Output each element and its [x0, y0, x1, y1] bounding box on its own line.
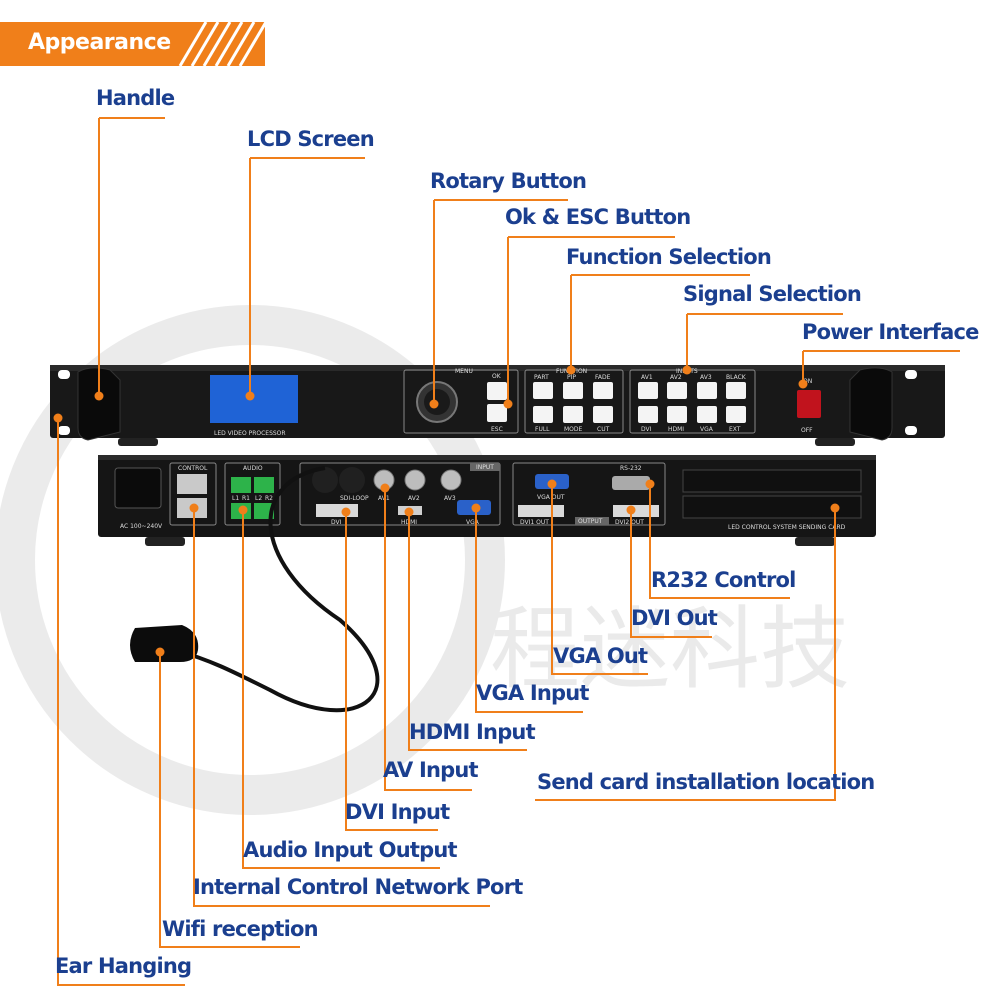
- handle-right: [849, 367, 893, 441]
- bnc-av3: [440, 469, 462, 491]
- in-btn-label: AV1: [641, 374, 653, 381]
- send-card-label: LED CONTROL SYSTEM SENDING CARD: [728, 524, 846, 531]
- ear-hole-icon: [905, 426, 917, 435]
- audio-terminal: [254, 477, 274, 493]
- callout-power-interface: Power Interface: [802, 320, 979, 344]
- wifi-dongle-icon: [130, 625, 199, 662]
- callout-vga-out: VGA Out: [553, 644, 648, 668]
- power-on-label: ON: [803, 378, 812, 385]
- menu-label: MENU: [455, 368, 473, 375]
- ear-hole-icon: [905, 370, 917, 379]
- lcd-screen: [210, 375, 298, 423]
- esc-button: [487, 404, 507, 422]
- power-off-label: OFF: [801, 427, 813, 434]
- in-btn-label: AV3: [700, 374, 712, 381]
- rs232-port: [612, 476, 650, 490]
- rj45-port: [177, 474, 207, 494]
- front-panel: LED VIDEO PROCESSOR MENU OK ESC FUNCTION…: [50, 365, 945, 446]
- fn-btn-label: PART: [534, 374, 549, 381]
- in-btn-label: HDMI: [668, 426, 684, 433]
- port-label: DVI: [331, 519, 342, 526]
- control-label: CONTROL: [178, 465, 208, 472]
- callout-wifi-reception: Wifi reception: [162, 917, 319, 941]
- output-label: OUTPUT: [578, 518, 603, 525]
- in-btn-label: AV2: [670, 374, 682, 381]
- fn-btn-label: MODE: [564, 426, 583, 433]
- ear-hole-icon: [58, 370, 70, 379]
- input-buttons: [638, 382, 746, 423]
- wifi-antenna-base: [312, 467, 338, 493]
- audio-ch: L1: [232, 495, 239, 502]
- callout-function-selection: Function Selection: [566, 245, 772, 269]
- callout-av-input: AV Input: [383, 758, 479, 782]
- callout-rotary-button: Rotary Button: [430, 169, 587, 193]
- port-label: DVI1 OUT: [520, 519, 549, 526]
- callout-dvi-input: DVI Input: [345, 800, 450, 824]
- callout-r232-control: R232 Control: [651, 568, 796, 592]
- callout-internal-control-network-port: Internal Control Network Port: [193, 875, 523, 899]
- audio-terminal: [231, 477, 251, 493]
- watermark-text: 程迷科技: [490, 597, 850, 702]
- callout-signal-selection: Signal Selection: [683, 282, 862, 306]
- dvi2-out-port: [613, 505, 659, 517]
- port-label: AV3: [444, 495, 456, 502]
- port-label: SDI-LOOP: [340, 495, 369, 502]
- header-banner: [0, 22, 265, 66]
- function-buttons: [533, 382, 613, 423]
- input-label: INPUT: [476, 464, 494, 471]
- callout-ear-hanging: Ear Hanging: [55, 954, 192, 978]
- callout-send-card-location: Send card installation location: [537, 770, 875, 794]
- power-switch: [797, 390, 821, 418]
- in-btn-label: BLACK: [726, 374, 747, 381]
- callout-dvi-out: DVI Out: [631, 606, 718, 630]
- in-btn-label: EXT: [729, 426, 741, 433]
- fn-btn-label: CUT: [597, 426, 610, 433]
- lcd-caption: LED VIDEO PROCESSOR: [214, 430, 286, 437]
- callout-ok-esc-button: Ok & ESC Button: [505, 205, 691, 229]
- callout-hdmi-input: HDMI Input: [409, 720, 536, 744]
- port-label: AV1: [378, 495, 390, 502]
- port-label: VGA OUT: [537, 494, 565, 501]
- dvi1-out-port: [518, 505, 564, 517]
- callout-audio-input-output: Audio Input Output: [243, 838, 458, 862]
- port-label: DVI2 OUT: [615, 519, 644, 526]
- rs232-label: RS-232: [620, 465, 642, 472]
- dvi-input-port: [316, 504, 358, 517]
- ok-button: [487, 382, 507, 400]
- in-btn-label: VGA: [700, 426, 714, 433]
- audio-ch: R2: [265, 495, 273, 502]
- fn-btn-label: FADE: [595, 374, 611, 381]
- wifi-antenna: [130, 466, 380, 713]
- fn-btn-label: FULL: [535, 426, 550, 433]
- ear-hole-icon: [58, 426, 70, 435]
- port-label: VGA: [466, 519, 480, 526]
- in-btn-label: DVI: [641, 426, 652, 433]
- callout-dots: [53, 365, 840, 657]
- fn-btn-label: PIP: [567, 374, 576, 381]
- esc-label: ESC: [491, 426, 503, 433]
- audio-ch: L2: [255, 495, 262, 502]
- ok-label: OK: [492, 373, 502, 380]
- callout-lines: [57, 117, 960, 986]
- callout-vga-input: VGA Input: [476, 681, 589, 705]
- audio-label: AUDIO: [243, 465, 263, 472]
- ac-label: AC 100~240V: [120, 523, 163, 530]
- handle-left: [77, 367, 121, 441]
- bnc-av2: [404, 469, 426, 491]
- callout-handle: Handle: [96, 86, 175, 110]
- port-label: AV2: [408, 495, 420, 502]
- callout-lcd-screen: LCD Screen: [247, 127, 375, 151]
- page-title: Appearance: [28, 30, 171, 55]
- audio-ch: R1: [242, 495, 250, 502]
- rear-panel: AC 100~240V CONTROL AUDIO L1 R1 L2 R2 IN…: [98, 455, 876, 546]
